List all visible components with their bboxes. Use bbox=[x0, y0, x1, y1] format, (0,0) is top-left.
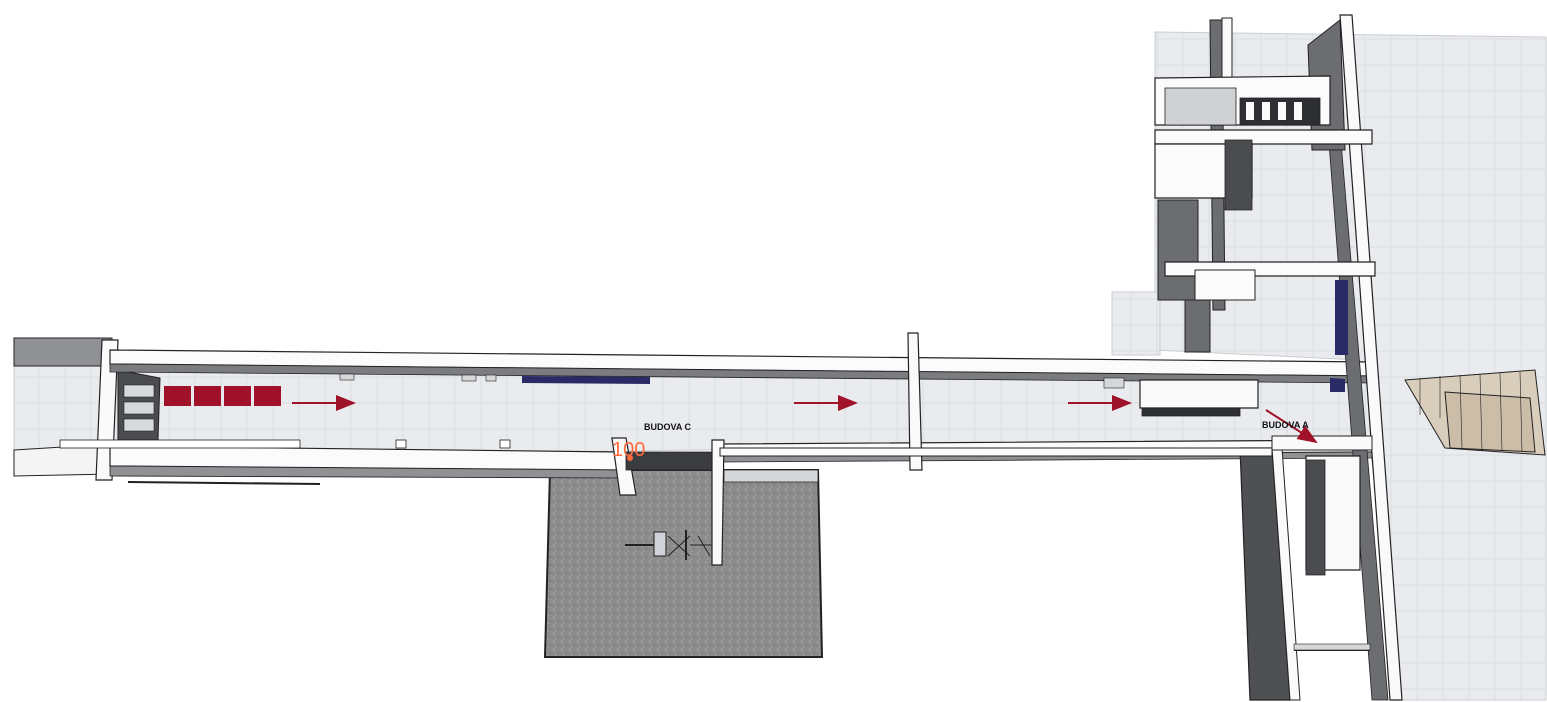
flow-arrows bbox=[292, 395, 1318, 444]
carpet-area bbox=[543, 469, 824, 658]
red-square-icon bbox=[194, 386, 221, 406]
arrow-diagonal-icon bbox=[1265, 409, 1318, 444]
red-square-icon bbox=[254, 386, 281, 406]
building-a-label: BUDOVA A bbox=[1262, 420, 1309, 430]
red-square-icon bbox=[164, 386, 191, 406]
right-plaza-floor bbox=[1111, 31, 1547, 701]
corridor-pillar bbox=[907, 332, 923, 471]
marker-value-label: 100 bbox=[612, 439, 645, 461]
queue-markers bbox=[164, 386, 281, 406]
marker-dot-icon bbox=[627, 455, 633, 461]
building-c-label: BUDOVA C bbox=[644, 422, 692, 432]
red-square-icon bbox=[224, 386, 251, 406]
building-a-structure bbox=[719, 14, 1403, 701]
outdoor-steps bbox=[1404, 369, 1546, 456]
entrance-walls bbox=[611, 437, 819, 566]
turnstile-gate bbox=[625, 530, 712, 560]
